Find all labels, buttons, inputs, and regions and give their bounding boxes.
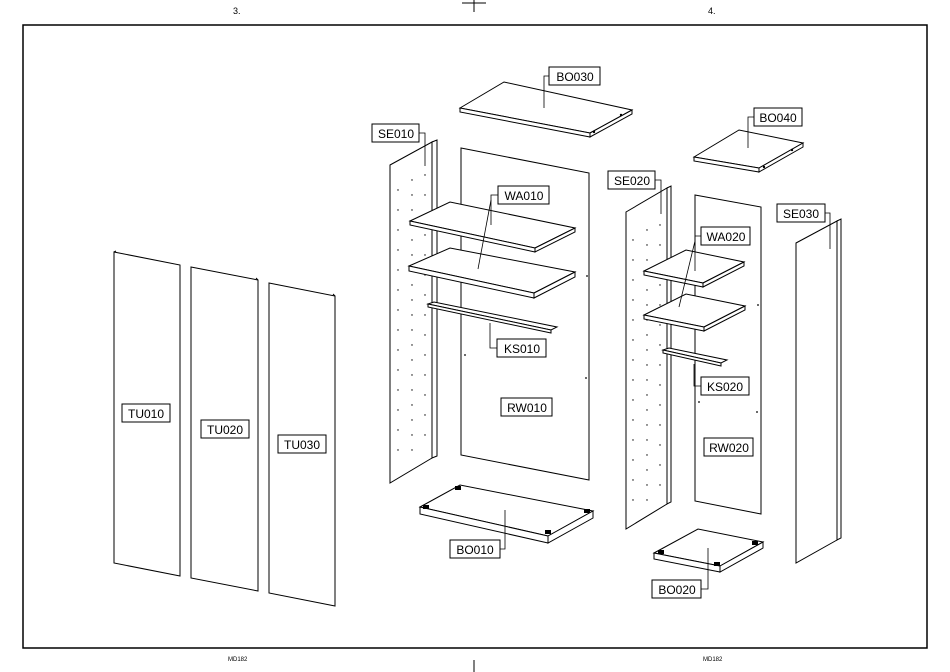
label-se010: SE010 xyxy=(378,127,414,141)
side-panel-se010 xyxy=(390,140,437,483)
label-ks010: KS010 xyxy=(504,342,540,356)
label-tu010: TU010 xyxy=(128,407,164,421)
bottom-panel-bo020 xyxy=(654,529,763,572)
label-se020: SE020 xyxy=(614,174,650,188)
top-panel-bo030 xyxy=(460,82,632,137)
label-wa010: WA010 xyxy=(505,189,544,203)
top-panel-bo040 xyxy=(694,130,803,172)
label-wa020: WA020 xyxy=(707,230,746,244)
bottom-panel-bo010 xyxy=(420,485,593,543)
side-panel-se030 xyxy=(796,219,841,563)
label-tu030: TU030 xyxy=(284,438,320,452)
label-bo040: BO040 xyxy=(759,111,797,125)
label-ks020: KS020 xyxy=(707,380,743,394)
side-panel-se020 xyxy=(626,186,671,529)
label-bo020: BO020 xyxy=(658,583,696,597)
label-se030: SE030 xyxy=(783,207,819,221)
label-bo010: BO010 xyxy=(456,543,494,557)
label-rw020: RW020 xyxy=(709,441,749,455)
label-bo030: BO030 xyxy=(556,70,594,84)
label-rw010: RW010 xyxy=(507,401,547,415)
label-tu020: TU020 xyxy=(207,423,243,437)
